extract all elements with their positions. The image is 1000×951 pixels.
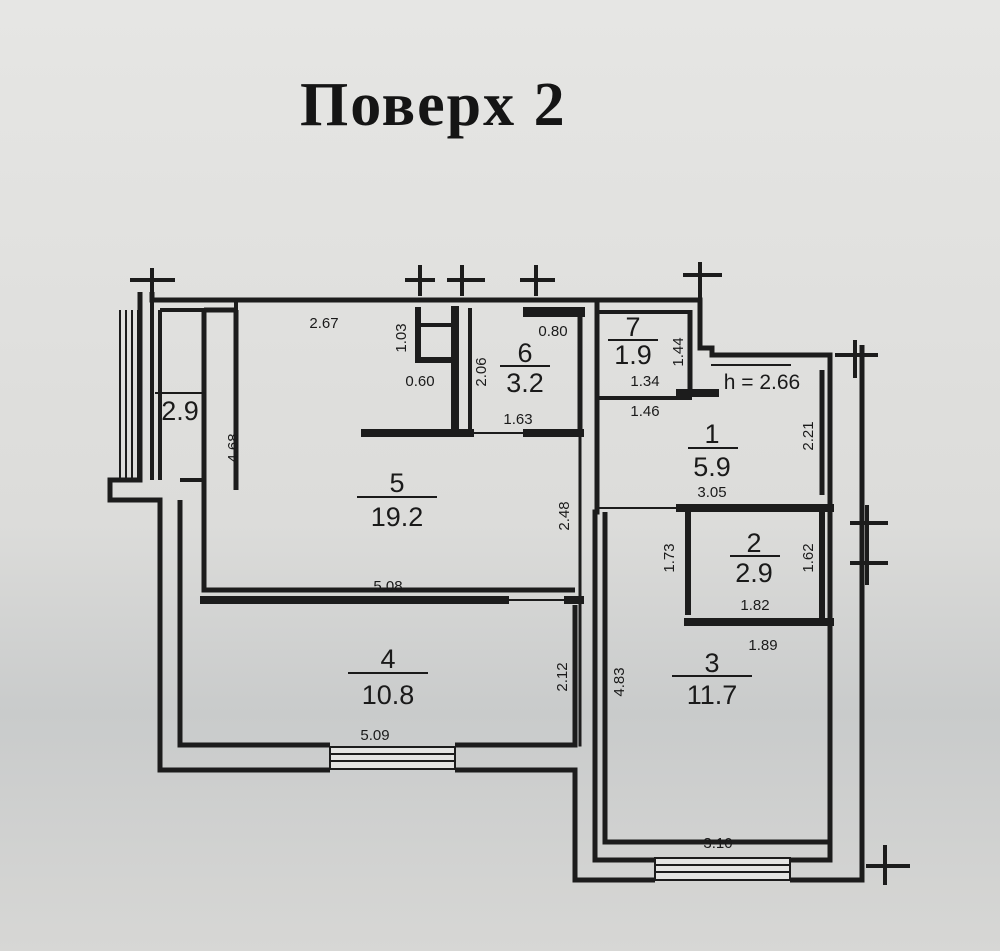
room-number: 1 <box>704 419 719 449</box>
ceiling-height: h = 2.66 <box>724 371 800 394</box>
room-number: 4 <box>380 644 395 674</box>
room-number: 3 <box>704 648 719 678</box>
balcony-label: 2.9 <box>155 392 205 426</box>
room-area: 19.2 <box>371 502 424 532</box>
dimension-label: 0.80 <box>538 323 567 340</box>
dimension-label: 2.12 <box>554 662 571 691</box>
dimension-label: 1.03 <box>393 323 410 352</box>
room-area: 2.9 <box>735 558 773 588</box>
dimension-label: 1.89 <box>748 637 777 654</box>
dimension-label: 2.67 <box>309 315 338 332</box>
room-number: 5 <box>389 468 404 498</box>
room-area: 11.7 <box>687 680 738 710</box>
room-7-label: 7 1.9 <box>608 312 658 370</box>
page-title: Поверх 2 <box>300 71 567 139</box>
room-area: 5.9 <box>693 452 731 482</box>
room-area: 3.2 <box>506 368 544 398</box>
balcony-area: 2.9 <box>161 396 199 426</box>
dimension-label: 1.34 <box>630 373 659 390</box>
dimension-label: 1.46 <box>630 403 659 420</box>
dimension-label: 4.83 <box>611 667 628 696</box>
dimension-label: 1.62 <box>800 543 817 572</box>
room-6-label: 6 3.2 <box>500 338 550 398</box>
dimension-label: 2.06 <box>473 357 490 386</box>
room-number: 6 <box>517 338 532 368</box>
dimension-label: 1.63 <box>503 411 532 428</box>
dimension-label: 1.82 <box>740 597 769 614</box>
room-labels: 1 5.9 2 2.9 3 11.7 4 10.8 5 <box>155 312 800 710</box>
dimension-label: 2.48 <box>556 501 573 530</box>
room-area: 1.9 <box>614 340 652 370</box>
dimension-label: 3.05 <box>697 484 726 501</box>
room-number: 7 <box>625 312 640 342</box>
dimension-label: 1.44 <box>670 337 687 366</box>
dimension-labels: 2.67 1.03 0.60 2.06 0.80 1.63 1.44 1.34 … <box>225 315 817 852</box>
dimension-label: 5.09 <box>360 727 389 744</box>
interior-walls <box>200 306 834 747</box>
room-1-label: 1 5.9 <box>688 419 738 482</box>
balcony-window <box>119 310 139 480</box>
axis-markers <box>130 262 910 885</box>
room-area: 10.8 <box>362 680 415 710</box>
room-4-label: 4 10.8 <box>348 644 428 710</box>
dimension-label: 4.68 <box>225 433 242 462</box>
room-3-label: 3 11.7 <box>672 648 752 710</box>
dimension-label: 2.21 <box>800 421 817 450</box>
building-outline <box>150 300 238 482</box>
dimension-label: 5.08 <box>373 578 402 595</box>
dimension-label: 3.10 <box>703 835 732 852</box>
dimension-label: 0.60 <box>405 373 434 390</box>
windows <box>329 746 791 881</box>
dimension-label: 1.73 <box>661 543 678 572</box>
room-number: 2 <box>746 528 761 558</box>
room-2-label: 2 2.9 <box>730 528 780 588</box>
room-5-label: 5 19.2 <box>357 468 437 532</box>
